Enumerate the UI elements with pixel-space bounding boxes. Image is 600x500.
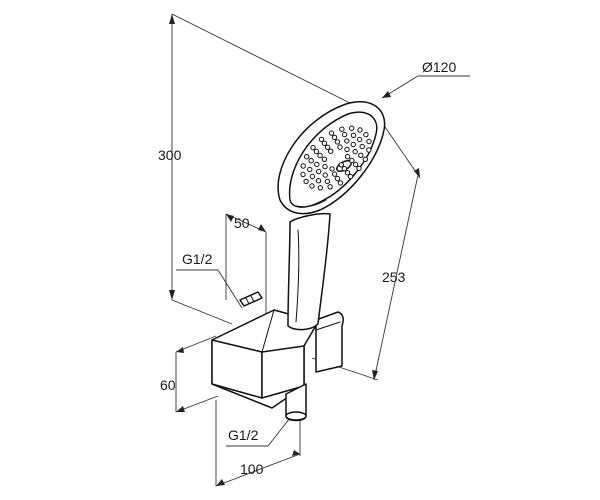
nozzle <box>328 148 334 154</box>
holder-clip <box>315 311 344 373</box>
nozzle <box>341 131 348 138</box>
nozzle <box>356 165 362 172</box>
wall-thread <box>239 291 263 307</box>
nozzle <box>344 170 351 176</box>
nozzle <box>322 163 328 170</box>
hose-connector <box>285 383 307 422</box>
nozzle <box>337 144 343 150</box>
nozzle <box>307 166 313 173</box>
nozzle <box>331 134 338 141</box>
nozzle <box>347 173 354 180</box>
nozzle <box>341 166 348 172</box>
dimension-labels: Ø120 300 253 50 G1/2 60 G1/2 100 <box>158 59 456 477</box>
nozzle <box>329 166 335 172</box>
label-holder-offset: 50 <box>234 215 250 231</box>
nozzle <box>321 156 328 163</box>
label-diameter: Ø120 <box>422 59 456 75</box>
nozzle <box>358 152 364 159</box>
nozzle <box>309 173 316 180</box>
nozzle <box>334 139 341 145</box>
nozzle <box>352 148 358 155</box>
nozzle <box>321 140 328 147</box>
nozzle <box>339 126 345 132</box>
wall-holder <box>211 309 319 409</box>
nozzle <box>303 178 309 185</box>
nozzle <box>318 136 325 143</box>
shower-head <box>277 101 386 215</box>
nozzle <box>334 175 341 182</box>
nozzle <box>350 132 357 139</box>
nozzle <box>344 154 351 160</box>
nozzle <box>304 154 310 160</box>
nozzle <box>309 183 315 189</box>
nozzle <box>356 136 363 143</box>
nozzle <box>322 172 328 178</box>
nozzle <box>331 171 338 177</box>
nozzle <box>363 131 369 138</box>
nozzle <box>324 178 331 185</box>
nozzle <box>366 147 372 153</box>
nozzle <box>337 180 344 186</box>
label-head-height: 253 <box>382 269 406 285</box>
nozzle <box>328 130 335 136</box>
label-holder-height: 60 <box>160 377 176 393</box>
nozzle <box>324 144 331 151</box>
nozzle <box>352 161 359 168</box>
nozzle <box>359 143 365 150</box>
nozzle <box>349 157 355 164</box>
nozzle <box>344 138 350 144</box>
nozzle <box>362 156 368 163</box>
nozzle <box>327 184 333 190</box>
nozzle <box>300 171 306 178</box>
nozzle <box>357 127 363 133</box>
nozzle <box>350 141 356 148</box>
nozzle <box>308 158 314 164</box>
nozzle <box>338 162 344 168</box>
nozzle <box>315 178 322 184</box>
shower-nozzles <box>300 125 372 191</box>
nozzle <box>317 152 323 159</box>
label-thread-top: G1/2 <box>182 251 213 267</box>
nozzle <box>316 168 322 175</box>
nozzle <box>313 148 320 155</box>
nozzle <box>300 163 306 169</box>
nozzle <box>310 144 316 151</box>
nozzle <box>366 138 372 145</box>
nozzle <box>317 185 323 191</box>
label-thread-bottom: G1/2 <box>228 427 259 443</box>
nozzle <box>314 161 320 168</box>
label-total-width: 100 <box>240 461 264 477</box>
nozzle <box>349 125 355 131</box>
nozzle <box>344 146 350 153</box>
dimension-arrows <box>169 14 420 486</box>
shower-handle <box>287 212 331 331</box>
label-total-height: 300 <box>158 147 182 163</box>
